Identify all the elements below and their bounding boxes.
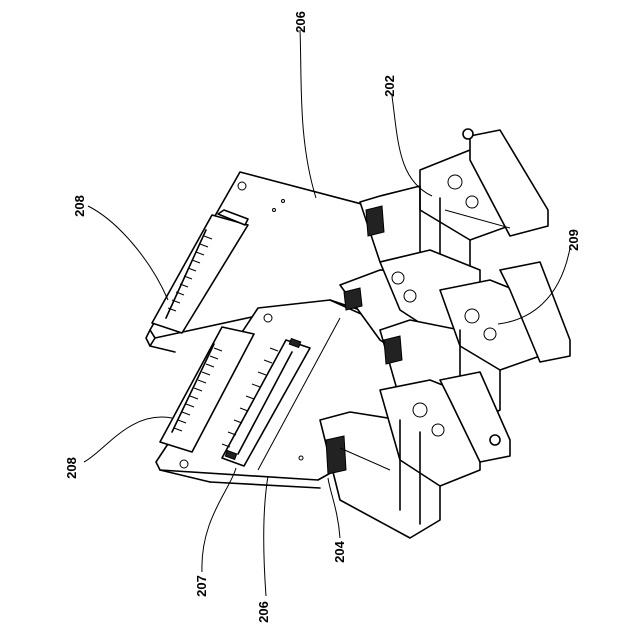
leader-208-lower	[84, 417, 172, 462]
leader-208-upper	[88, 206, 168, 300]
ref-208-lower: 208	[64, 457, 79, 479]
ref-206-top: 206	[293, 11, 308, 33]
ref-206-bottom: 206	[256, 601, 271, 623]
ref-202: 202	[382, 75, 397, 97]
ref-208-upper: 208	[72, 195, 87, 217]
ref-209: 209	[566, 229, 581, 251]
leader-206-top	[300, 30, 316, 198]
leader-206-bottom	[264, 476, 268, 596]
ref-207: 207	[194, 575, 209, 597]
ref-204: 204	[332, 540, 347, 562]
